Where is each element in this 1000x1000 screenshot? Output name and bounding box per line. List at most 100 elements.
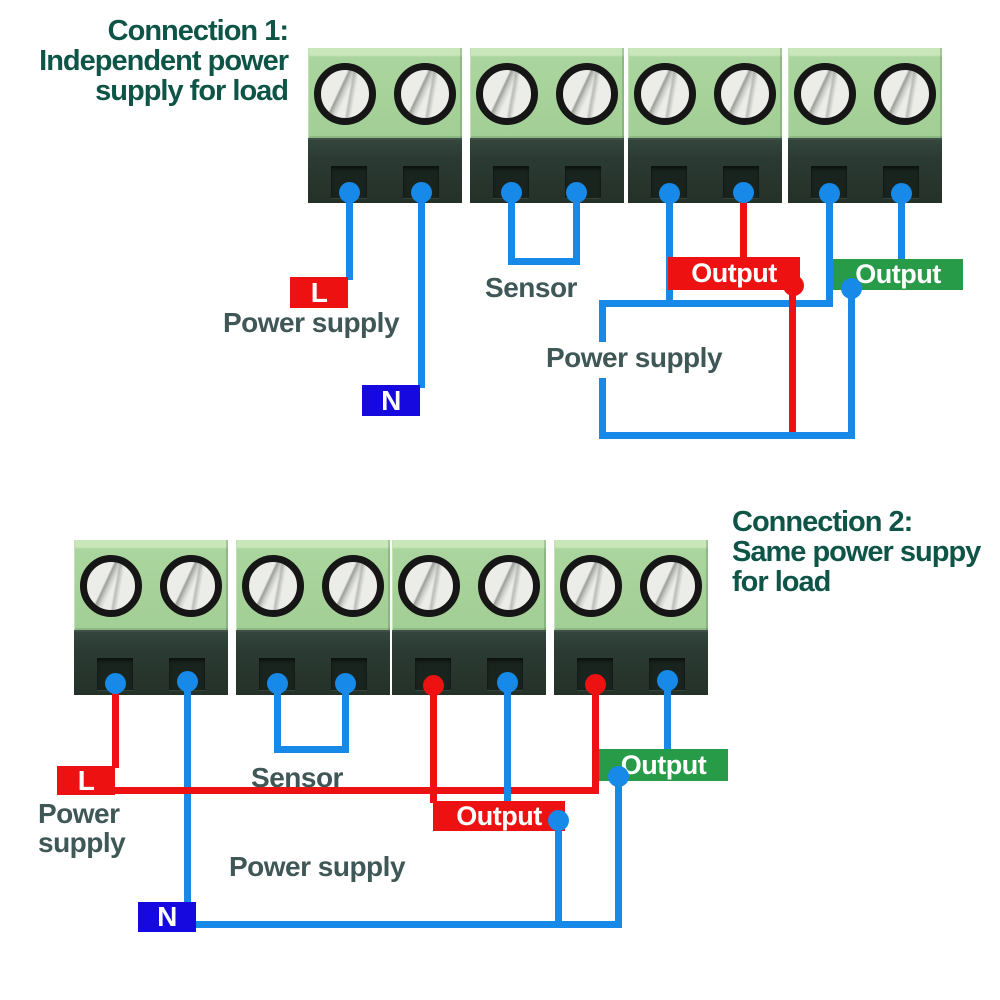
junction-dot [659, 183, 680, 204]
screw-icon [714, 63, 776, 125]
junction-dot [335, 673, 356, 694]
s1-live-wire [346, 192, 353, 280]
s1-supply-loop-bottom [599, 432, 855, 439]
s2-live-label-box: L [57, 764, 115, 796]
s2-shared-power-supply-label: Power supply [228, 851, 406, 882]
terminal-block-sockets [788, 138, 942, 203]
s2-live-wire [112, 680, 119, 768]
terminal-block-body [74, 540, 228, 630]
s1-power-supply-label: Power supply [222, 307, 400, 338]
screw-icon [242, 555, 304, 617]
s1-output-green-wire [898, 192, 905, 262]
s1-supply-feed-wire-2 [826, 192, 833, 307]
junction-dot [267, 673, 288, 694]
section1-title-line2: Independent power [39, 45, 289, 77]
junction-dot [566, 182, 587, 203]
s2-power-supply-label: Power supply [38, 798, 126, 858]
s1-live-label-box: L [290, 277, 348, 308]
s2-red-output-return [555, 820, 562, 928]
s1-neutral-label-box: N [362, 385, 420, 416]
junction-dot-red [423, 675, 444, 696]
s1-output-red-wire [740, 192, 747, 260]
terminal-block-6 [236, 540, 390, 695]
screw-icon [640, 555, 702, 617]
terminal-block-5 [74, 540, 228, 695]
s2-neutral-bus [196, 921, 621, 928]
s1-supply-loop-left-lower [599, 378, 606, 439]
s2-sensor-loop-left [274, 680, 281, 753]
live-label: L [77, 764, 95, 796]
junction-dot [548, 810, 569, 831]
output-label: Output [855, 259, 941, 289]
s1-sensor-loop-bottom [508, 258, 580, 265]
s2-green-output-return [615, 776, 622, 928]
s2-output-green-wire [664, 680, 671, 751]
screw-icon [398, 555, 460, 617]
screw-icon [634, 63, 696, 125]
terminal-block-body [308, 48, 462, 138]
terminal-block-sockets [308, 138, 462, 203]
terminal-block-sockets [74, 630, 228, 695]
section1-title: Connection 1: Independent power supply f… [0, 15, 289, 107]
junction-dot-red [585, 674, 606, 695]
output-label: Output [691, 258, 777, 288]
terminal-block-3 [628, 48, 782, 203]
junction-dot [177, 671, 198, 692]
screw-icon [322, 555, 384, 617]
terminal-block-sockets [392, 630, 546, 695]
terminal-block-body [788, 48, 942, 138]
screw-icon [80, 555, 142, 617]
neutral-label: N [381, 384, 401, 416]
s1-supply-loop-right [848, 288, 855, 439]
terminal-block-4 [788, 48, 942, 203]
screw-icon [794, 63, 856, 125]
live-label: L [310, 276, 328, 308]
screw-icon [556, 63, 618, 125]
junction-dot [819, 183, 840, 204]
screw-icon [478, 555, 540, 617]
s1-supply-loop-top [599, 300, 832, 307]
junction-dot [339, 182, 360, 203]
screw-icon [160, 555, 222, 617]
s2-sensor-loop-right [342, 680, 349, 753]
s2-output-feed-wire [504, 680, 511, 803]
s2-sensor-label: Sensor [251, 762, 343, 793]
s2-live-bus [112, 787, 599, 794]
junction-dot [608, 766, 629, 787]
output-label: Output [456, 800, 542, 831]
screw-icon [874, 63, 936, 125]
terminal-block-sockets [236, 630, 390, 695]
section2-title-line2: Same power suppy [732, 536, 981, 568]
s2-neutral-label-box: N [138, 901, 196, 932]
s1-sensor-label: Sensor [485, 272, 577, 303]
s1-output-red-label-box: Output [668, 257, 800, 290]
terminal-block-body [470, 48, 624, 138]
s1-sensor-loop-right [573, 192, 580, 265]
junction-dot [501, 182, 522, 203]
screw-icon [560, 555, 622, 617]
s1-supply-feed-wire [666, 192, 673, 307]
junction-dot [733, 182, 754, 203]
terminal-block-7 [392, 540, 546, 695]
s1-load-power-supply-label: Power supply [545, 342, 723, 373]
s2-live-bus-riser [592, 680, 599, 794]
terminal-block-8 [554, 540, 708, 695]
section1-title-line3: supply for load [95, 75, 289, 107]
screw-icon [394, 63, 456, 125]
junction-dot [657, 670, 678, 691]
terminal-block-body [554, 540, 708, 630]
screw-icon [314, 63, 376, 125]
terminal-block-2 [470, 48, 624, 203]
terminal-block-body [236, 540, 390, 630]
s1-sensor-loop-left [508, 192, 515, 265]
terminal-block-1 [308, 48, 462, 203]
section2-title-line3: for load [732, 566, 831, 598]
section1-title-line1: Connection 1: [107, 15, 289, 47]
terminal-block-sockets [554, 630, 708, 695]
screw-icon [476, 63, 538, 125]
s2-output-red-wire [430, 680, 437, 803]
s1-output-red-drop [789, 283, 796, 438]
junction-dot-red [783, 275, 804, 296]
terminal-block-sockets [470, 138, 624, 203]
